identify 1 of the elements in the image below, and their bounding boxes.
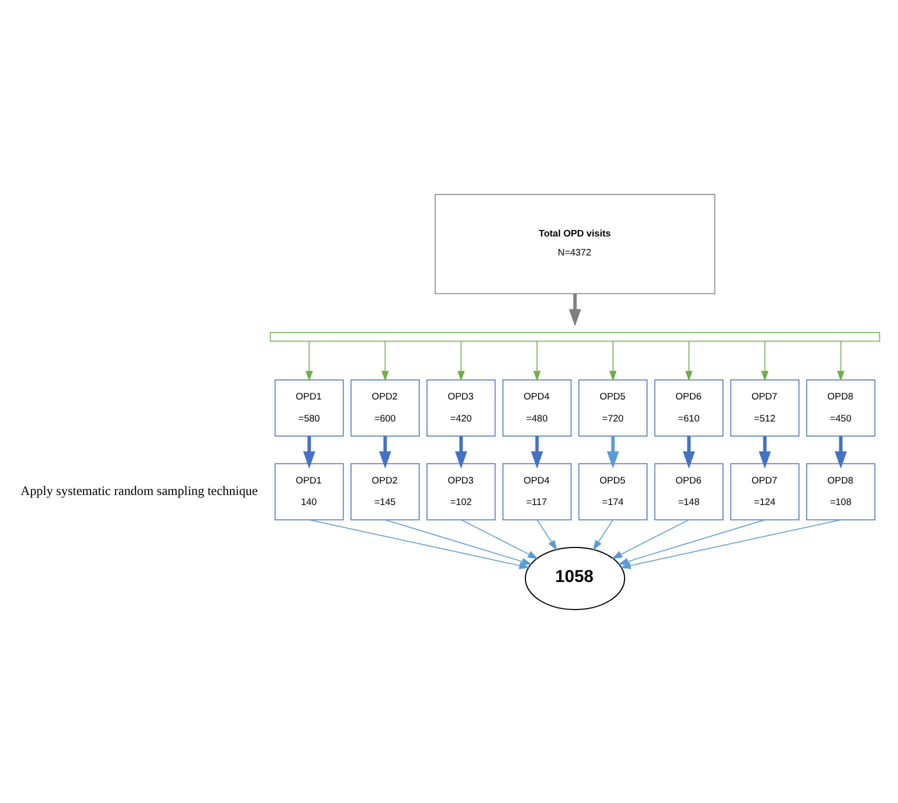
- label: Apply systematic random sampling technique: [20, 482, 258, 498]
